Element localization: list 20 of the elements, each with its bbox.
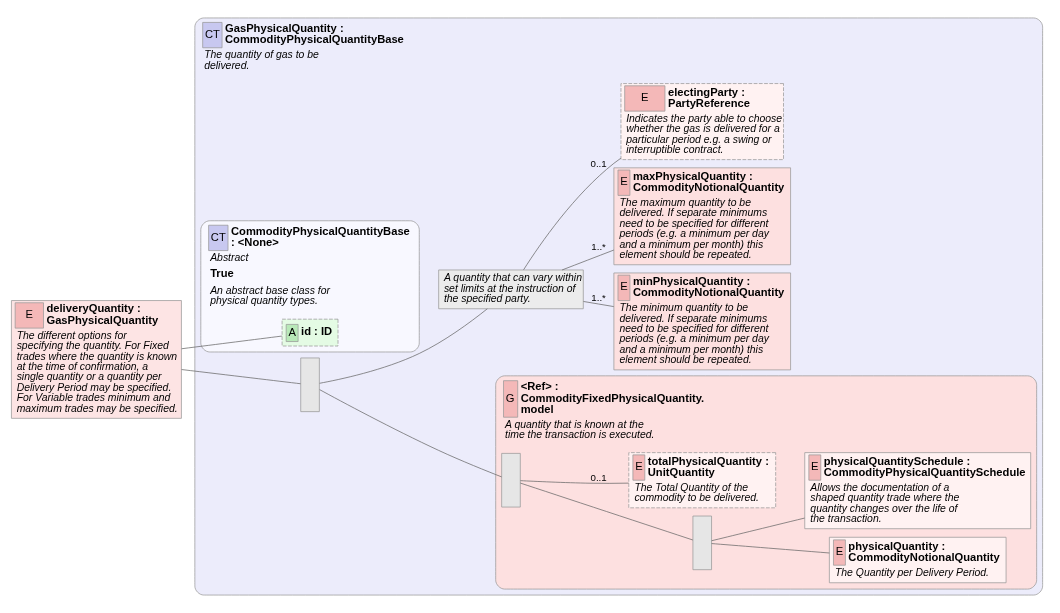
node-box: A id : ID bbox=[281, 318, 339, 347]
connector bbox=[319, 308, 488, 384]
connector bbox=[181, 335, 283, 350]
connector bbox=[181, 369, 301, 385]
connector bbox=[520, 480, 629, 484]
edge-label: 0..1 bbox=[590, 471, 607, 483]
node-box bbox=[501, 453, 521, 508]
connector bbox=[711, 543, 830, 554]
connector bbox=[523, 157, 622, 271]
node-box bbox=[692, 515, 712, 571]
connector bbox=[319, 389, 502, 478]
edge-label: 1..* bbox=[591, 241, 606, 253]
connector bbox=[583, 301, 615, 307]
node-box bbox=[300, 357, 320, 412]
connector bbox=[711, 517, 805, 542]
edge-label: 1..* bbox=[591, 291, 606, 303]
connector bbox=[561, 249, 615, 271]
connector bbox=[520, 482, 694, 541]
node-box: A quantity that can vary within set limits at the instruction of the specified party. bbox=[438, 269, 584, 310]
edge-label: 0..1 bbox=[590, 157, 607, 169]
